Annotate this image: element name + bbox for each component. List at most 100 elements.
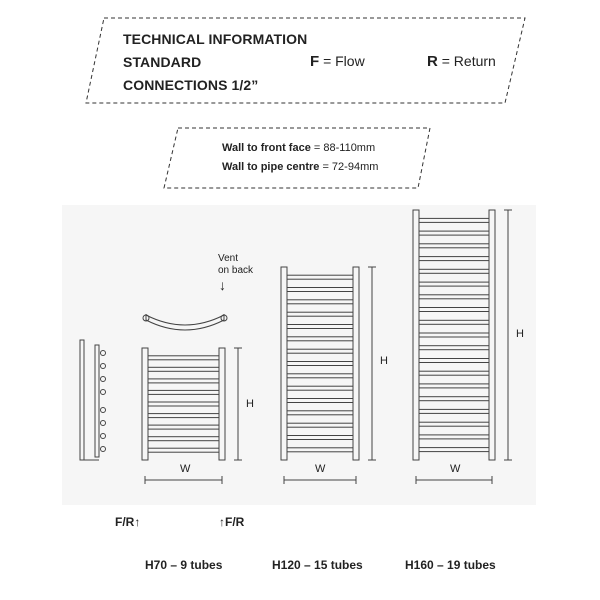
h70-tube xyxy=(147,366,220,372)
h160-tube xyxy=(418,319,490,325)
h70-tube xyxy=(147,436,220,442)
return-key: R xyxy=(427,53,438,70)
flow-label: = Flow xyxy=(323,53,365,69)
top-view-cap-right xyxy=(220,314,228,322)
side-view-bracket xyxy=(100,363,106,369)
side-view-brackets xyxy=(100,350,106,452)
side-view-bracket xyxy=(100,407,106,413)
h120-tube xyxy=(286,361,354,366)
h120-tube xyxy=(286,274,354,280)
h160-tube xyxy=(418,370,490,376)
h120-tube xyxy=(286,336,354,342)
h70-tube xyxy=(147,424,220,430)
radiator-h160 xyxy=(412,209,512,484)
h160-tube xyxy=(418,243,490,249)
h70-width-label: W xyxy=(180,463,191,475)
h70-tube xyxy=(147,355,220,361)
technical-info-title: TECHNICAL INFORMATION xyxy=(123,31,308,47)
h120-tube xyxy=(286,410,354,416)
h120-tube xyxy=(286,398,354,403)
connection-right-label: ↑F/R xyxy=(219,515,245,529)
top-view-curve-outer xyxy=(145,314,225,326)
h160-tube xyxy=(418,256,490,262)
h70-left-rail xyxy=(141,347,149,461)
diagram-background xyxy=(62,205,536,505)
h160-right-rail xyxy=(488,209,496,461)
h70-tube xyxy=(147,447,220,453)
top-view-cap-left xyxy=(142,314,150,322)
h160-tubes xyxy=(418,217,490,453)
h160-width-label: W xyxy=(450,463,461,475)
h160-tube xyxy=(418,230,490,236)
h120-tubes xyxy=(286,274,354,453)
h160-tube xyxy=(418,447,490,453)
h120-tube xyxy=(286,299,354,305)
h160-tube xyxy=(418,268,490,274)
h120-tube xyxy=(286,373,354,379)
wall-front-value: = 88-110mm xyxy=(313,142,376,154)
wall-pipe-value: = 72-94mm xyxy=(322,161,379,173)
h120-tube xyxy=(286,435,354,440)
h120-right-rail xyxy=(352,266,360,461)
side-view-radiator xyxy=(79,339,106,461)
h70-tube xyxy=(147,378,220,384)
side-view-rail-back xyxy=(79,339,85,461)
radiator-h70 xyxy=(141,347,242,484)
h70-tubes xyxy=(147,355,220,453)
h160-tube xyxy=(418,383,490,389)
h160-height-label: H xyxy=(516,328,524,340)
h70-height-label: H xyxy=(246,398,254,410)
wall-front-label: Wall to front face xyxy=(222,142,311,154)
top-view-curve-inner xyxy=(145,319,225,331)
h160-tube xyxy=(418,217,490,223)
top-view-radiator xyxy=(142,314,228,331)
h160-tube xyxy=(418,294,490,300)
h120-tube xyxy=(286,324,354,329)
h120-tube xyxy=(286,385,354,391)
h160-tube xyxy=(418,345,490,351)
return-label: = Return xyxy=(441,53,496,69)
side-view-rail-front xyxy=(94,344,100,458)
radiator-h120 xyxy=(280,266,376,484)
flow-legend: F = Flow xyxy=(310,54,365,69)
standard-label: STANDARD xyxy=(123,54,202,70)
h160-tube xyxy=(418,281,490,287)
wall-spec-box-border xyxy=(163,127,431,189)
wall-pipe-label: Wall to pipe centre xyxy=(222,161,320,173)
h120-width-label: W xyxy=(315,463,326,475)
model-h160-label: H160 – 19 tubes xyxy=(405,558,496,572)
technical-info-box-border xyxy=(85,17,526,104)
vent-note-line1: Vent xyxy=(218,253,239,264)
h120-tube xyxy=(286,311,354,317)
side-view-bracket xyxy=(100,433,106,439)
h120-tube xyxy=(286,422,354,428)
h160-tube xyxy=(418,332,490,338)
h160-tube xyxy=(418,358,490,363)
h160-left-rail xyxy=(412,209,420,461)
h70-tube xyxy=(147,413,220,419)
connection-left-label: F/R↑ xyxy=(115,515,141,529)
side-view-bracket xyxy=(100,389,106,395)
h70-right-rail xyxy=(218,347,226,461)
side-view-bracket xyxy=(100,420,106,426)
vent-note-line2: on back xyxy=(218,265,254,276)
h160-tube xyxy=(418,421,490,427)
h120-left-rail xyxy=(280,266,288,461)
h160-tube xyxy=(418,434,490,440)
side-view-bracket xyxy=(100,376,106,382)
model-h70-label: H70 – 9 tubes xyxy=(145,558,223,572)
flow-key: F xyxy=(310,53,320,70)
return-legend: R = Return xyxy=(427,54,496,69)
side-view-bracket xyxy=(100,446,106,452)
vent-arrow-icon: ↓ xyxy=(219,277,226,293)
h70-tube xyxy=(147,389,220,395)
side-view-bracket xyxy=(100,350,106,356)
connections-label: CONNECTIONS 1/2” xyxy=(123,77,259,93)
h160-tube xyxy=(418,307,490,312)
wall-front-row: Wall to front face = 88-110mm xyxy=(222,143,375,154)
h160-tube xyxy=(418,396,490,402)
h120-tube xyxy=(286,348,354,354)
h120-tube xyxy=(286,287,354,292)
